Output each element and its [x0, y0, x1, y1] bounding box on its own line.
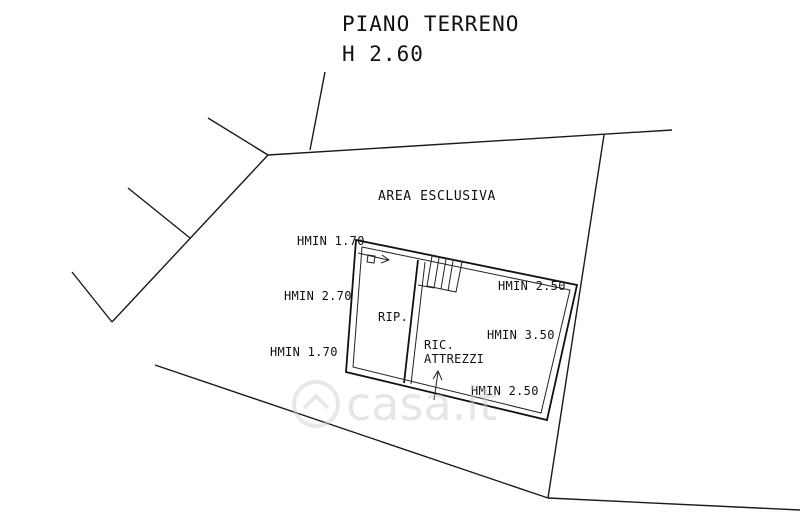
- watermark: casa.it: [292, 377, 497, 431]
- boundary-line-se: [547, 497, 800, 511]
- room-label-storage: RIP.: [378, 310, 408, 324]
- property-boundary: [71, 71, 800, 511]
- room-label-tools-2: ATTREZZI: [424, 352, 484, 366]
- arrow-bottom: [433, 371, 439, 401]
- building-outer-wall: [345, 238, 579, 422]
- arrow-left-top: [357, 252, 389, 261]
- arrowhead-left-top: [380, 254, 391, 264]
- stair-step: [447, 260, 454, 292]
- height-left-top: HMIN 1.70: [297, 234, 365, 248]
- height-left-mid: HMIN 2.70: [284, 289, 352, 303]
- watermark-text: casa.it: [346, 377, 497, 431]
- height-arrows: [357, 252, 443, 401]
- boundary-line-nw: [207, 117, 269, 156]
- watermark-roof-icon: [302, 393, 330, 410]
- watermark-house-icon: [292, 380, 340, 428]
- boundary-line-north: [267, 129, 673, 156]
- height-right-top: HMIN 2.50: [498, 279, 566, 293]
- plan-title: PIANO TERRENO: [342, 12, 519, 36]
- building: [345, 238, 579, 422]
- boundary-line-west: [111, 154, 269, 323]
- arrowhead-bottom: [432, 369, 443, 381]
- stair-step: [440, 258, 447, 290]
- boundary-line-south: [154, 364, 549, 499]
- partition-wall: [403, 259, 419, 384]
- boundary-line-w1: [127, 187, 191, 239]
- corner-mark: [366, 254, 376, 264]
- boundary-line-w2: [71, 271, 113, 323]
- building-inner-wall: [352, 246, 571, 414]
- height-left-bottom: HMIN 1.70: [270, 345, 338, 359]
- door-opening: [417, 284, 435, 289]
- room-label-tools-1: RIC.: [424, 338, 454, 352]
- stair-outline: [426, 255, 463, 293]
- height-right-mid: HMIN 3.50: [487, 328, 555, 342]
- boundary-line-east: [547, 134, 605, 499]
- area-label: AREA ESCLUSIVA: [378, 189, 496, 204]
- stair-step: [433, 257, 440, 289]
- boundary-line-top: [309, 71, 326, 151]
- staircase: [426, 255, 463, 293]
- height-right-bottom: HMIN 2.50: [471, 384, 539, 398]
- partition-wall-inner: [410, 261, 426, 385]
- plan-height: H 2.60: [342, 42, 424, 66]
